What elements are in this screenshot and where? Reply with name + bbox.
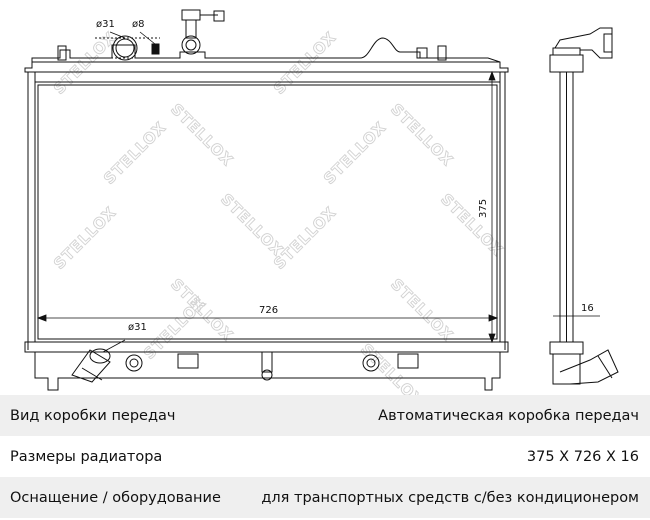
spec-value: 375 X 726 X 16 (526, 448, 639, 465)
watermark-text: STELLOX (437, 190, 507, 260)
watermark-text: STELLOX (320, 118, 390, 188)
watermark-text: STELLOX (387, 275, 457, 345)
spec-row-dimensions: Размеры радиатора 375 X 726 X 16 (0, 436, 650, 477)
radiator-technical-drawing: STELLOXSTELLOXSTELLOXSTELLOXSTELLOXSTELL… (24, 9, 619, 395)
watermark-text: STELLOX (387, 100, 457, 170)
spec-label: Вид коробки передач (10, 407, 176, 424)
spec-row-equipment: Оснащение / оборудование для транспортны… (0, 477, 650, 518)
top-inlet-pipe (95, 35, 160, 61)
spec-label: Оснащение / оборудование (10, 489, 221, 506)
dim-bottom-pipe-diameter: ø31 (128, 322, 147, 333)
watermark-text: STELLOX (167, 100, 237, 170)
specs-table: Вид коробки передач Автоматическая короб… (0, 395, 650, 518)
stellox-watermark: STELLOXSTELLOXSTELLOXSTELLOXSTELLOXSTELL… (50, 28, 508, 395)
spec-value: Автоматическая коробка передач (378, 407, 639, 424)
dimension-lines (36, 31, 499, 353)
dim-height-label: 375 (478, 199, 489, 218)
dim-top-pipe-diameter: ø31 (96, 19, 115, 30)
watermark-text: STELLOX (50, 203, 120, 273)
spec-label: Размеры радиатора (10, 448, 163, 465)
spec-row-gearbox: Вид коробки передач Автоматическая короб… (0, 395, 650, 436)
side-view (549, 27, 619, 385)
watermark-text: STELLOX (50, 28, 120, 98)
vent-nipple (151, 43, 160, 55)
top-tank (24, 37, 509, 73)
spec-value: для транспортных средств с/без кондицион… (261, 489, 639, 506)
watermark-text: STELLOX (270, 203, 340, 273)
filler-neck (181, 9, 225, 55)
watermark-text: STELLOX (100, 118, 170, 188)
watermark-text: STELLOX (270, 28, 340, 98)
bottom-tank (24, 341, 509, 391)
dim-depth-label: 16 (581, 303, 594, 314)
bottom-outlet-pipe (71, 348, 111, 383)
dim-width-label: 726 (259, 305, 278, 316)
watermark-text: STELLOX (217, 190, 287, 260)
dim-vent-diameter: ø8 (132, 19, 144, 30)
